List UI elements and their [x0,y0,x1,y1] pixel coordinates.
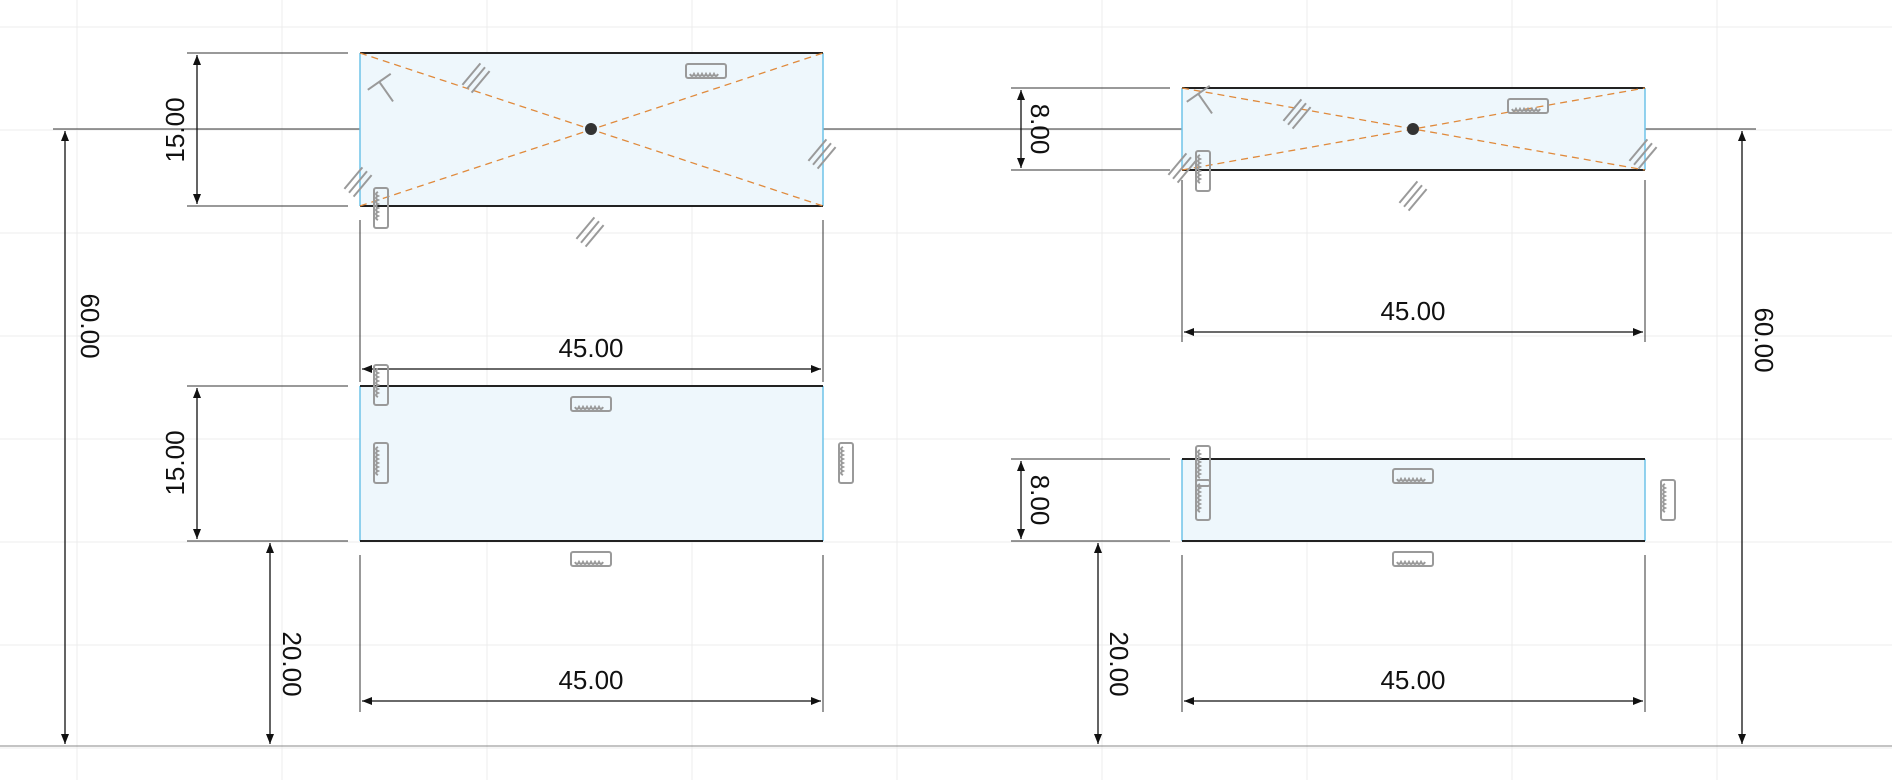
dimension-right-offset[interactable]: 20.00 [1094,543,1134,744]
dimension-label[interactable]: 45.00 [1380,665,1445,695]
center-point[interactable] [585,123,597,135]
constraint-glyphs [343,62,1676,567]
horizontal-constraint-icon[interactable] [1392,468,1434,484]
horizontal-constraint-icon[interactable] [570,551,612,567]
dimension-label[interactable]: 15.00 [160,430,190,495]
parallel-constraint-icon[interactable] [461,62,491,94]
horizontal-constraint-icon[interactable] [570,396,612,412]
dimension-label[interactable]: 60.00 [75,293,105,358]
parallel-constraint-icon[interactable] [1167,152,1197,184]
dimension-left-overall[interactable]: 60.00 [61,131,105,744]
dimension-label[interactable]: 45.00 [558,333,623,363]
parallel-constraint-icon[interactable] [1398,180,1428,212]
horizontal-constraint-icon[interactable] [1392,551,1434,567]
dimension-right-top-width[interactable]: 45.00 [1181,180,1646,342]
right-top-rectangle[interactable] [1181,87,1646,171]
parallel-constraint-icon[interactable] [1282,98,1312,130]
dimension-right-bottom-width[interactable]: 45.00 [1181,555,1646,712]
dimension-left-top-height[interactable]: 15.00 [160,52,348,207]
dimension-left-bottom-height[interactable]: 15.00 [160,385,348,542]
dimension-left-offset[interactable]: 20.00 [266,543,307,744]
parallel-constraint-icon[interactable] [807,138,837,170]
dimension-label[interactable]: 45.00 [558,665,623,695]
dimension-label[interactable]: 8.00 [1025,475,1055,526]
vertical-constraint-icon[interactable] [1195,445,1211,487]
vertical-constraint-icon[interactable] [373,442,389,484]
dimension-right-top-height[interactable]: 8.00 [1011,87,1170,171]
dimension-left-top-width[interactable]: 45.00 [359,220,824,382]
dimension-label[interactable]: 15.00 [160,97,190,162]
dimension-label[interactable]: 60.00 [1749,307,1779,372]
parallel-constraint-icon[interactable] [575,216,605,248]
dimension-right-overall[interactable]: 60.00 [1738,129,1779,744]
vertical-constraint-icon[interactable] [1195,479,1211,521]
vertical-constraint-icon[interactable] [1195,150,1211,192]
dimension-label[interactable]: 8.00 [1025,104,1055,155]
right-bottom-rectangle[interactable] [1181,458,1646,542]
horizontal-constraint-icon[interactable] [685,63,727,79]
parallel-constraint-icon[interactable] [1628,138,1658,170]
dimension-label[interactable]: 45.00 [1380,296,1445,326]
dimension-left-bottom-width[interactable]: 45.00 [359,555,824,712]
vertical-constraint-icon[interactable] [373,364,389,406]
vertical-constraint-icon[interactable] [838,442,854,484]
perpendicular-constraint-icon[interactable] [367,72,405,110]
vertical-constraint-icon[interactable] [1660,479,1676,521]
center-point[interactable] [1407,123,1419,135]
dimension-right-bottom-height[interactable]: 8.00 [1011,458,1170,542]
vertical-constraint-icon[interactable] [373,187,389,229]
perpendicular-constraint-icon[interactable] [1186,84,1224,122]
parallel-constraint-icon[interactable] [343,166,373,198]
horizontal-constraint-icon[interactable] [1507,98,1549,114]
left-top-rectangle[interactable] [359,52,824,207]
dimension-label[interactable]: 20.00 [277,631,307,696]
dimension-label[interactable]: 20.00 [1104,631,1134,696]
